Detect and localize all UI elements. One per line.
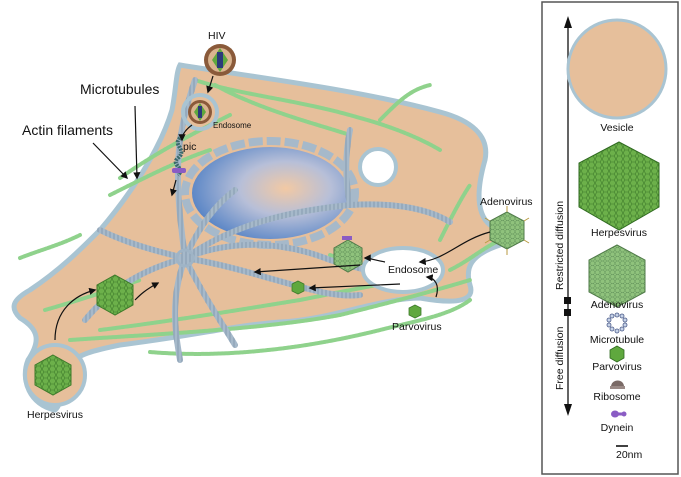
legend-label-adenovirus: Adenovirus (591, 299, 644, 311)
herpesvirus-cytoplasm (96, 274, 134, 316)
axis-break-marker (564, 297, 571, 304)
legend-label-parvovirus: Parvovirus (592, 361, 642, 373)
scale-bar-label: 20nm (616, 449, 643, 461)
dynein-icon (611, 410, 627, 418)
microtubule-icon (606, 312, 628, 334)
label-microtubules: Microtubules (80, 81, 159, 97)
label-free-diffusion: Free diffusion (554, 326, 566, 390)
legend-label-herpesvirus: Herpesvirus (591, 227, 647, 239)
axis-arrow-down-icon (564, 404, 572, 416)
label-actin-filaments: Actin filaments (22, 122, 113, 138)
parvovirus-outside (408, 304, 422, 319)
herpesvirus-icon (578, 141, 660, 231)
label-herpesvirus: Herpesvirus (27, 409, 83, 421)
adenovirus-cytoplasm (333, 236, 363, 273)
hiv-endosome (181, 93, 219, 131)
axis-break-marker (564, 309, 571, 316)
parvovirus-cytoplasm (291, 280, 305, 295)
adenovirus-outside (484, 206, 530, 255)
hiv-virion (204, 44, 236, 76)
legend-label-vesicle: Vesicle (600, 122, 633, 134)
pic-complex (172, 136, 186, 177)
transport-arrows (54, 75, 491, 341)
herpesvirus-entry (23, 343, 87, 407)
label-parvovirus: Parvovirus (392, 321, 442, 333)
label-endosome-top: Endosome (213, 121, 252, 130)
label-restricted-diffusion: Restricted diffusion (554, 201, 566, 290)
legend-label-dynein: Dynein (601, 422, 634, 434)
label-pic: pic (183, 141, 196, 153)
microtubules (82, 77, 453, 363)
label-hiv: HIV (208, 30, 226, 42)
vesicle (358, 147, 398, 187)
adenovirus-icon (588, 244, 646, 308)
vesicle-icon (566, 18, 668, 120)
legend-panel: Restricted diffusion Free diffusion Vesi… (541, 1, 679, 475)
legend-label-microtubule: Microtubule (590, 334, 644, 346)
centrosome (175, 248, 195, 268)
nucleus (181, 137, 359, 249)
label-adenovirus: Adenovirus (480, 196, 533, 208)
label-endosome-right: Endosome (388, 264, 438, 276)
legend-label-ribosome: Ribosome (593, 391, 640, 403)
parvovirus-icon (609, 345, 625, 363)
axis-arrow-up-icon (564, 16, 572, 28)
ribosome-icon (610, 380, 625, 389)
